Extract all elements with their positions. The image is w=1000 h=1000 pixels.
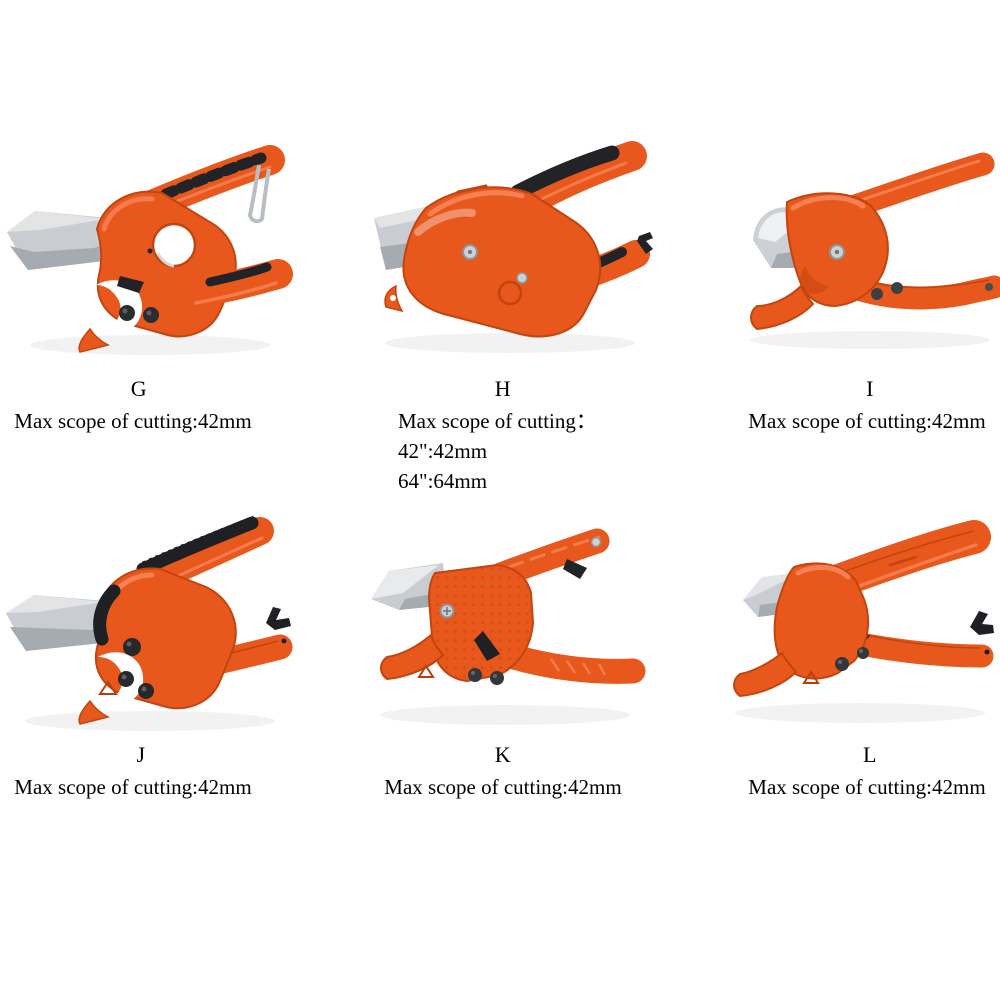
product-spec-k: Max scope of cutting:42mm [384, 775, 622, 799]
product-spec-g: Max scope of cutting:42mm [14, 409, 252, 433]
product-photo-g [0, 133, 300, 373]
product-spec-h-line-3: 64":64mm [398, 469, 488, 493]
product-spec-h-line-2: 42":42mm [398, 439, 488, 463]
pipe-cutter-k-illustration [371, 528, 646, 725]
product-label-h: H [494, 376, 512, 401]
product-spec-j: Max scope of cutting:42mm [14, 775, 252, 799]
product-photo-i [705, 148, 1000, 368]
product-spec-i: Max scope of cutting:42mm [748, 409, 986, 433]
pipe-cutter-l-illustration [733, 520, 994, 723]
product-photo-k [345, 503, 655, 743]
product-label-j: J [136, 742, 146, 767]
product-spec-l: Max scope of cutting:42mm [748, 775, 986, 799]
product-photo-h [360, 128, 660, 368]
pipe-cutter-i-illustration [750, 152, 1000, 349]
pipe-cutter-g-illustration [7, 145, 293, 355]
product-spec-h-line-1: Max scope of cutting： [398, 409, 597, 433]
product-label-l: L [863, 742, 877, 767]
product-label-k: K [494, 742, 512, 767]
product-label-i: I [866, 376, 874, 401]
product-photo-j [0, 503, 300, 743]
pipe-cutter-j-illustration [6, 515, 293, 731]
product-photo-l [690, 503, 1000, 743]
product-label-g: G [130, 376, 148, 401]
pipe-cutter-h-illustration [374, 141, 653, 353]
